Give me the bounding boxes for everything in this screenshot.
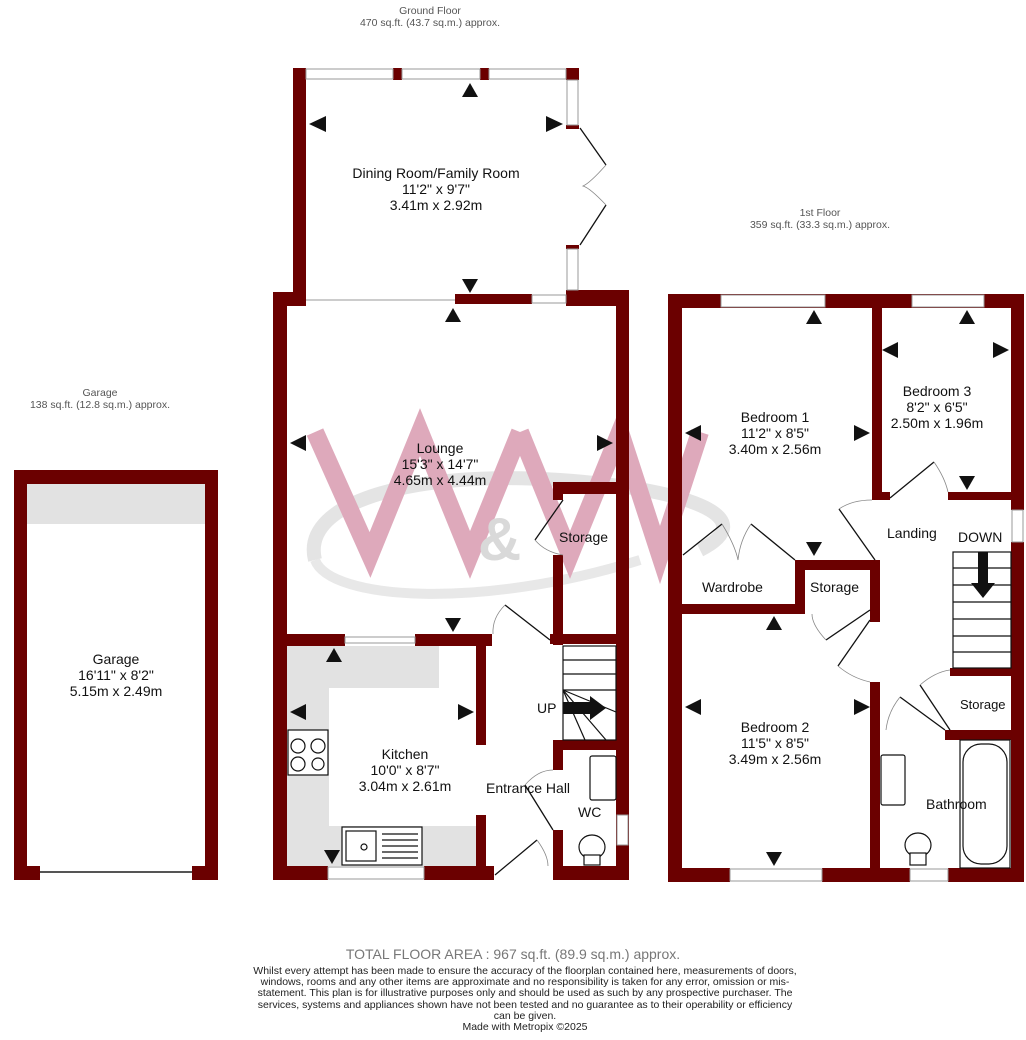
watermark-logo: &: [306, 405, 730, 599]
room-name: Bedroom 2: [740, 719, 810, 735]
room-metric: 3.49m x 2.56m: [728, 751, 822, 767]
room-bedroom1: Bedroom 1 11'2" x 8'5" 3.40m x 2.56m: [729, 409, 822, 457]
room-metric: 3.04m x 2.61m: [358, 778, 452, 794]
bathroom-fixtures: [880, 739, 1011, 869]
up-arrow-icon: [563, 696, 606, 720]
room-imperial: 11'2" x 8'5": [741, 425, 809, 441]
room-metric: 4.65m x 4.44m: [393, 472, 487, 488]
ground-floor-area: 470 sq.ft. (43.7 sq.m.) approx.: [359, 17, 501, 29]
room-imperial: 10'0" x 8'7": [370, 762, 440, 778]
kitchen-sink-icon: [341, 826, 423, 866]
room-lounge: Lounge 15'3" x 14'7" 4.65m x 4.44m: [394, 440, 487, 488]
stairs-up: [562, 645, 617, 741]
garage-heading: Garage 138 sq.ft. (12.8 sq.m.) approx.: [0, 387, 200, 411]
room-imperial: 8'2" x 6'5": [906, 399, 968, 415]
measurement-markers: [290, 83, 1009, 866]
room-name: Bedroom 3: [902, 383, 972, 399]
first-floor-heading: 1st Floor 359 sq.ft. (33.3 sq.m.) approx…: [690, 207, 950, 231]
room-metric: 2.50m x 1.96m: [890, 415, 984, 431]
room-name: Kitchen: [381, 746, 429, 762]
credit-text: Made with Metropix ©2025: [462, 1021, 588, 1034]
room-kitchen: Kitchen 10'0" x 8'7" 3.04m x 2.61m: [359, 746, 452, 794]
label-down: DOWN: [958, 529, 1003, 545]
first-floor-title: 1st Floor: [799, 207, 841, 219]
kitchen-counters: [27, 484, 476, 866]
total-floor-area: TOTAL FLOOR AREA : 967 sq.ft. (89.9 sq.m…: [345, 946, 681, 962]
label-bathroom: Bathroom: [926, 796, 987, 812]
garage-title: Garage: [82, 387, 118, 399]
label-wc: WC: [578, 804, 602, 820]
room-name: Bedroom 1: [740, 409, 810, 425]
label-storage-first-b: Storage: [960, 697, 1006, 712]
room-name: Garage: [92, 651, 140, 667]
doors: [492, 127, 951, 876]
label-entrance-hall: Entrance Hall: [486, 780, 571, 796]
room-metric: 3.41m x 2.92m: [389, 197, 483, 213]
room-bedroom3: Bedroom 3 8'2" x 6'5" 2.50m x 1.96m: [891, 383, 984, 431]
label-storage-ground: Storage: [559, 529, 609, 545]
room-dining: Dining Room/Family Room 11'2" x 9'7" 3.4…: [352, 165, 519, 213]
room-name: Dining Room/Family Room: [352, 165, 520, 181]
disclaimer-text: Whilst every attempt has been made to en…: [253, 965, 797, 1022]
room-bedroom2: Bedroom 2 11'5" x 8'5" 3.49m x 2.56m: [729, 719, 822, 767]
wc-fixtures: [578, 755, 617, 866]
label-storage-first-a: Storage: [810, 579, 860, 595]
first-floor-area: 359 sq.ft. (33.3 sq.m.) approx.: [749, 219, 891, 231]
room-imperial: 11'2" x 9'7": [402, 181, 470, 197]
hob-icon: [287, 729, 329, 776]
room-metric: 5.15m x 2.49m: [69, 683, 163, 699]
room-imperial: 15'3" x 14'7": [401, 456, 479, 472]
walls: [14, 68, 1024, 882]
room-imperial: 11'5" x 8'5": [741, 735, 809, 751]
ground-floor-heading: Ground Floor 470 sq.ft. (43.7 sq.m.) app…: [300, 5, 560, 29]
room-garage: Garage 16'11" x 8'2" 5.15m x 2.49m: [70, 651, 163, 699]
label-landing: Landing: [887, 525, 937, 541]
room-metric: 3.40m x 2.56m: [728, 441, 822, 457]
disclaimer: Whilst every attempt has been made to en…: [250, 965, 800, 1034]
label-wardrobe: Wardrobe: [702, 579, 763, 595]
label-up: UP: [537, 700, 557, 716]
ground-floor-title: Ground Floor: [399, 5, 461, 17]
garage-area: 138 sq.ft. (12.8 sq.m.) approx.: [29, 399, 171, 411]
svg-text:&: &: [478, 506, 521, 573]
room-imperial: 16'11" x 8'2": [78, 667, 154, 683]
windows: [305, 68, 1024, 882]
down-arrow-icon: [971, 552, 995, 598]
room-name: Lounge: [416, 440, 464, 456]
